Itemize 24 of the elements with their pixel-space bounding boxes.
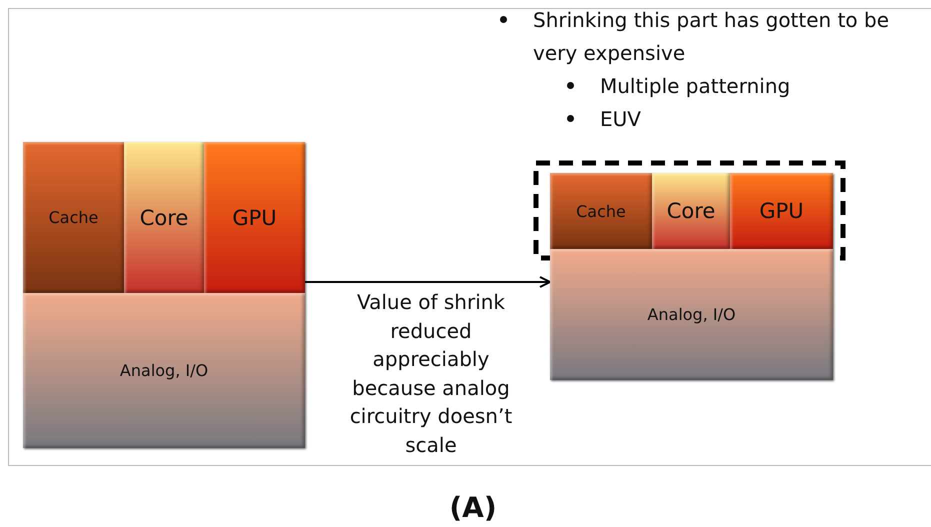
edge-label: Value of shrink reduced appreciably because analog circuitry doesn’t scale: [348, 289, 514, 458]
bullet-text: Multiple patterning: [600, 73, 792, 100]
chip-outline: [23, 142, 305, 448]
figure-label: (A): [448, 490, 498, 526]
chip-block: [23, 142, 124, 293]
block-label: Analog, I/O: [120, 361, 208, 380]
block-label: Cache: [576, 202, 626, 220]
chip-block: [652, 173, 730, 249]
block-label: Core: [140, 206, 188, 230]
chip-block: [23, 293, 305, 448]
chip-block: [550, 173, 652, 249]
arrow: [305, 276, 551, 288]
bullet-text: EUV: [600, 106, 642, 133]
block-label: Core: [666, 199, 716, 223]
block-label: GPU: [759, 199, 804, 223]
chip-block: [550, 249, 833, 380]
chip-block: [730, 173, 833, 249]
chip-block: [204, 142, 305, 293]
block-label: GPU: [232, 206, 277, 230]
chip-outline: [550, 173, 833, 380]
bullet-text: Shrinking this part has gotten to be very expensive: [533, 7, 890, 67]
block-label: Analog, I/O: [647, 305, 736, 324]
block-label: Cache: [48, 208, 98, 227]
chip-block: [124, 142, 204, 293]
